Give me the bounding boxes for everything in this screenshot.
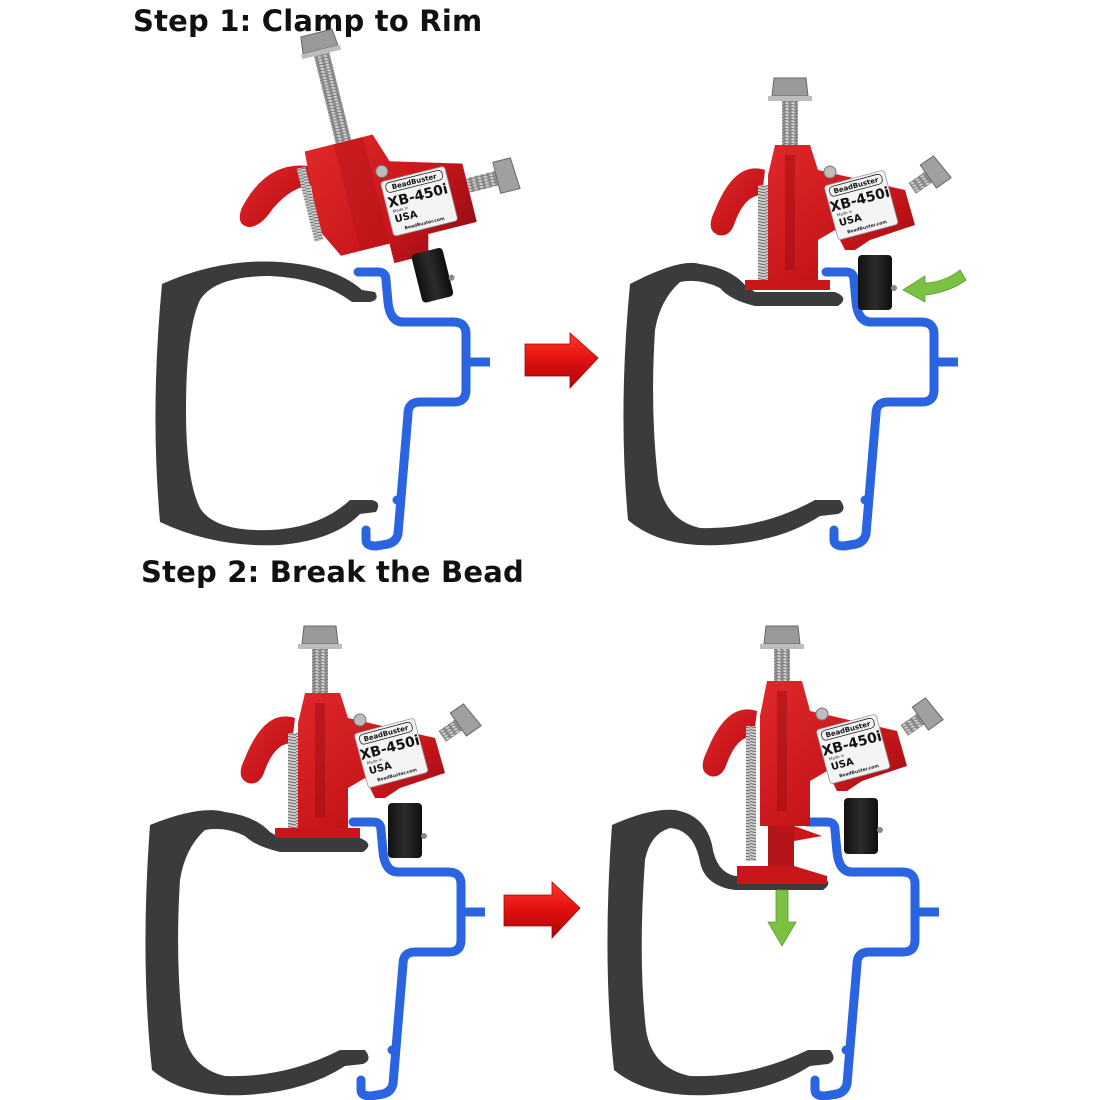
rim-section xyxy=(353,822,485,1096)
panel-step2-after: BeadBuster XB-450i Made In USA BeadBuste… xyxy=(607,625,944,1096)
return-spring xyxy=(758,185,768,280)
red-right-arrow-icon xyxy=(503,881,581,940)
panel-step1-after: BeadBuster XB-450i Made In USA BeadBuste… xyxy=(623,77,967,546)
bead-breaker-tool: BeadBuster XB-450i Made In USA BeadBuste… xyxy=(702,625,944,884)
label-made-in: Made In xyxy=(392,205,409,214)
product-label: BeadBuster XB-450i Made In USA BeadBuste… xyxy=(354,718,429,788)
bead-breaker-tool: BeadBuster XB-450i Made In USA BeadBuste… xyxy=(240,625,482,858)
red-right-arrow-icon xyxy=(524,332,599,390)
return-spring xyxy=(746,726,756,861)
tire-section xyxy=(623,262,844,546)
pressure-bolt xyxy=(313,52,352,144)
step-1-title: Step 1: Clamp to Rim xyxy=(133,4,483,38)
tire-section xyxy=(155,261,379,546)
product-label: BeadBuster XB-450i Made In USA BeadBuste… xyxy=(816,714,891,784)
label-made-in: Made In xyxy=(828,752,845,761)
green-curved-arrow-icon xyxy=(902,269,967,303)
green-down-arrow-icon xyxy=(767,889,797,947)
label-made-in: Made In xyxy=(366,756,383,765)
clamp-block xyxy=(388,803,422,858)
panel-step1-before: BeadBuster XB-450i Made In USA BeadBuste… xyxy=(155,28,521,546)
panel-step2-before: BeadBuster XB-450i Made In USA BeadBuste… xyxy=(145,625,485,1096)
return-spring xyxy=(288,733,298,828)
clamp-block xyxy=(858,255,892,310)
rim-section xyxy=(826,272,958,546)
bead-breaker-tool: BeadBuster XB-450i Made In USA BeadBuste… xyxy=(239,28,521,303)
clamp-block xyxy=(411,247,454,303)
tire-section xyxy=(607,809,834,1096)
label-country: USA xyxy=(394,209,419,225)
clamp-block xyxy=(844,798,878,854)
tire-section xyxy=(145,810,369,1096)
return-spring xyxy=(296,166,324,242)
step-2-title: Step 2: Break the Bead xyxy=(141,555,524,589)
bead-breaker-tool: BeadBuster XB-450i Made In USA BeadBuste… xyxy=(710,77,952,310)
label-made-in: Made In xyxy=(836,208,853,217)
